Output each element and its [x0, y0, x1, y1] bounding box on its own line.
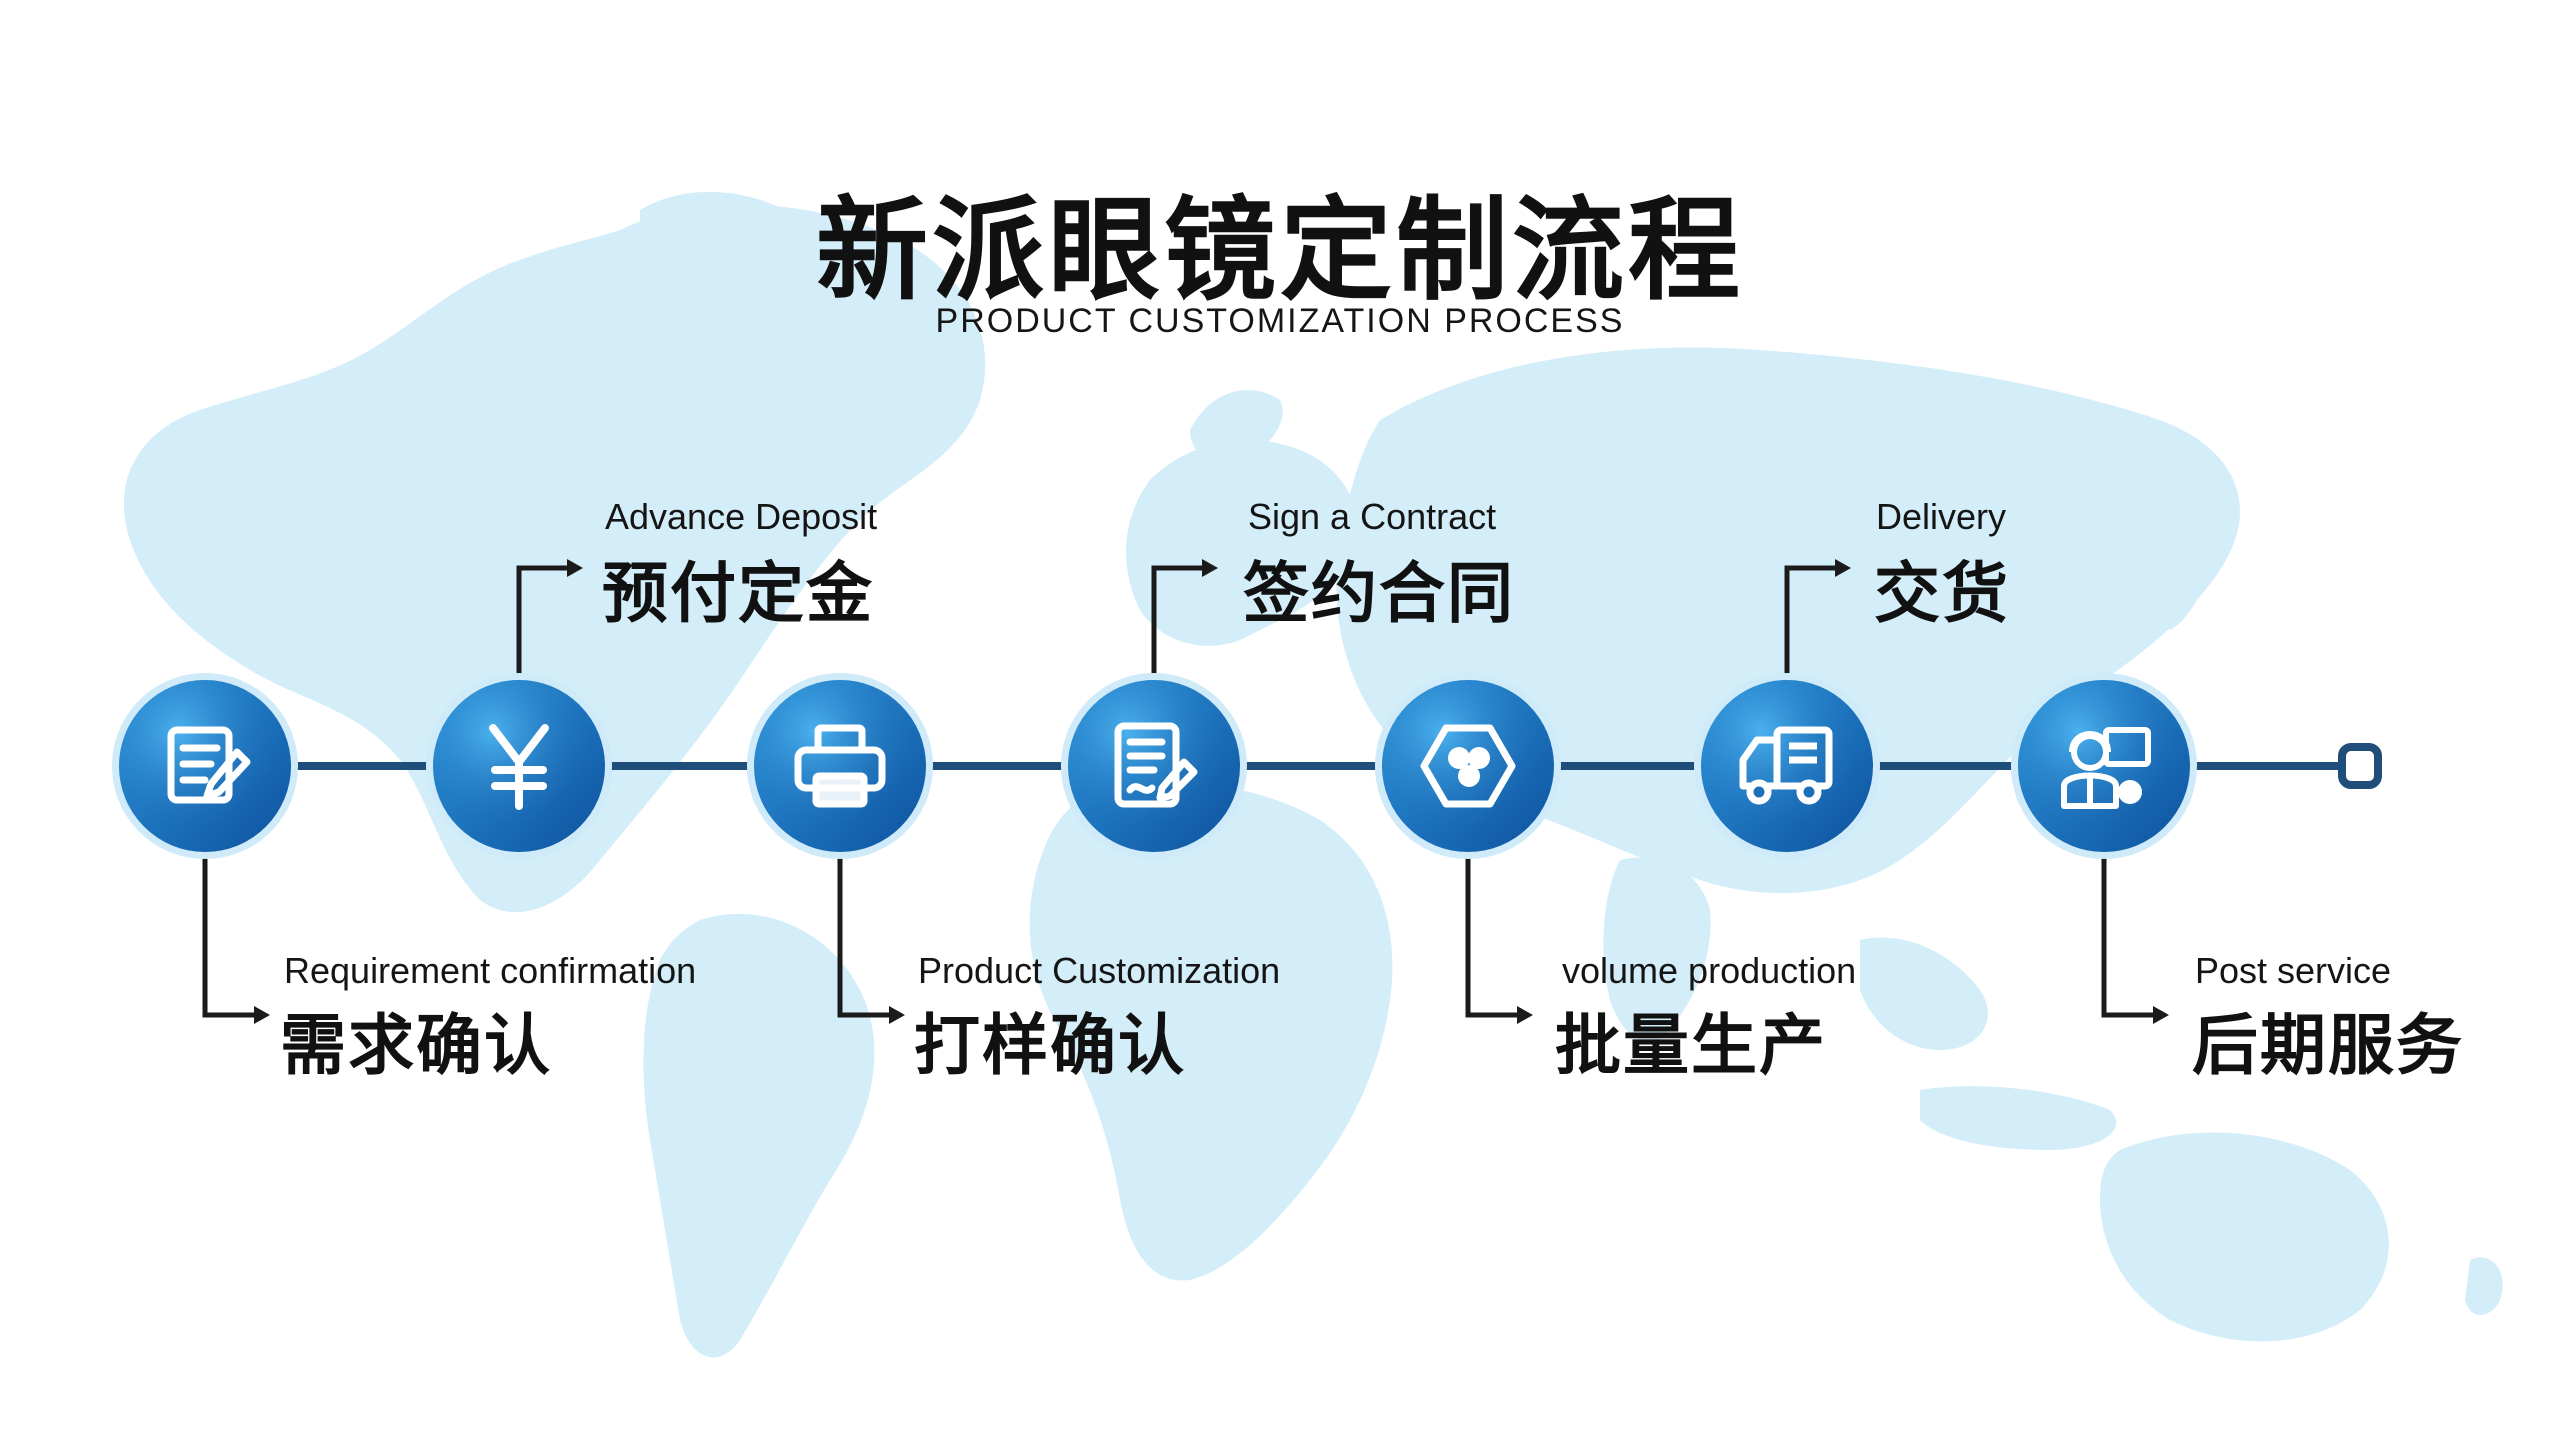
- map-europe: [1126, 440, 1358, 646]
- step-node-product-customization: [747, 673, 933, 859]
- step-label-zh-post-service: 后期服务: [2192, 1007, 2464, 1084]
- step-label-zh-sign-contract: 签约合同: [1243, 555, 1515, 632]
- arrowhead-product-customization: [889, 1006, 905, 1024]
- step-label-en-advance-deposit: Advance Deposit: [605, 496, 878, 537]
- step-node-sign-contract: [1061, 673, 1247, 859]
- arrowhead-delivery: [1835, 559, 1851, 577]
- arrowhead-volume-production: [1517, 1006, 1533, 1024]
- step-label-zh-volume-production: 批量生产: [1555, 1007, 1827, 1084]
- connector-product-customization: [837, 858, 897, 1018]
- map-new-zealand: [2465, 1257, 2503, 1315]
- arrowhead-post-service: [2153, 1006, 2169, 1024]
- printer-icon: [794, 724, 886, 808]
- connector-requirement: [202, 858, 262, 1018]
- connector-advance-deposit: [516, 565, 575, 675]
- step-label-zh-product-customization: 打样确认: [914, 1007, 1186, 1084]
- page-subtitle: PRODUCT CUSTOMIZATION PROCESS: [935, 302, 1625, 340]
- step-node-delivery: [1694, 673, 1880, 859]
- customer-service-icon: [2061, 727, 2151, 809]
- map-southeast-asia: [1860, 937, 1988, 1050]
- hexagon-production-icon: [1420, 724, 1516, 808]
- step-label-en-post-service: Post service: [2195, 950, 2392, 991]
- step-node-volume-production: [1375, 673, 1561, 859]
- map-canada-islands: [426, 369, 540, 439]
- page-title: 新派眼镜定制流程: [816, 186, 1744, 316]
- map-india: [1603, 857, 1711, 1043]
- step-node-advance-deposit: [426, 673, 612, 859]
- step-label-en-product-customization: Product Customization: [918, 950, 1281, 991]
- map-scandinavia: [1190, 390, 1283, 462]
- map-north-america: [123, 204, 986, 913]
- yen-icon: [489, 724, 549, 810]
- connector-post-service: [2101, 858, 2161, 1018]
- map-japan: [2159, 509, 2215, 630]
- map-africa: [1029, 782, 1393, 1281]
- step-node-post-service: [2011, 673, 2197, 859]
- step-label-en-delivery: Delivery: [1876, 496, 2007, 537]
- map-australia: [2100, 1132, 2389, 1342]
- map-indonesia: [1920, 1086, 2117, 1150]
- timeline-end-cap: [2338, 743, 2382, 789]
- connector-volume-production: [1465, 858, 1525, 1018]
- connector-delivery: [1784, 565, 1843, 675]
- arrowhead-sign-contract: [1202, 559, 1218, 577]
- step-label-en-volume-production: volume production: [1562, 950, 1857, 991]
- step-label-zh-requirement: 需求确认: [280, 1007, 552, 1084]
- step-label-zh-advance-deposit: 预付定金: [602, 555, 874, 632]
- step-node-requirement: [112, 673, 298, 859]
- document-edit-icon: [167, 726, 251, 804]
- step-label-en-requirement: Requirement confirmation: [284, 950, 697, 991]
- connector-sign-contract: [1151, 565, 1210, 675]
- map-greenland: [640, 191, 807, 301]
- arrowhead-advance-deposit: [567, 559, 583, 577]
- contract-sign-icon: [1114, 722, 1198, 808]
- step-label-en-sign-contract: Sign a Contract: [1248, 496, 1497, 537]
- arrowhead-requirement: [254, 1006, 270, 1024]
- step-label-zh-delivery: 交货: [1874, 555, 2010, 632]
- delivery-truck-icon: [1739, 726, 1833, 805]
- map-south-america: [643, 913, 875, 1358]
